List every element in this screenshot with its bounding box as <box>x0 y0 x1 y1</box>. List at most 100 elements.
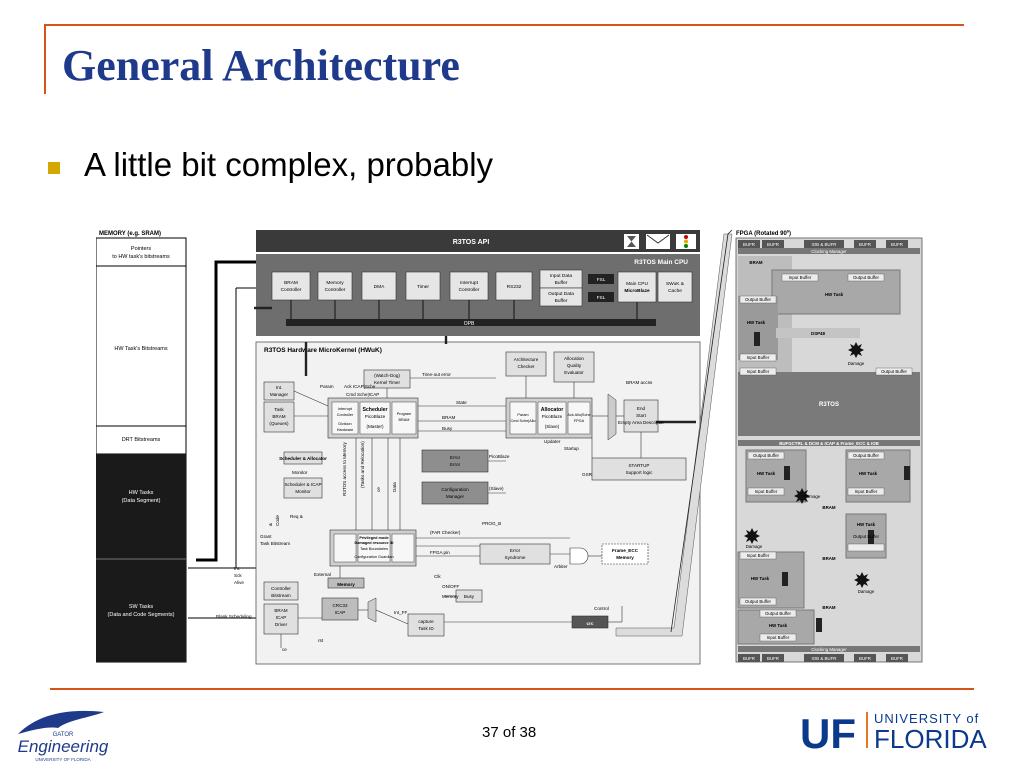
bullet-square-icon <box>48 162 60 174</box>
fpga-buffer-box <box>747 451 785 460</box>
uf-logo-divider <box>866 712 868 748</box>
fpga-label: BRAM <box>822 605 836 610</box>
bottom-accent-line <box>50 688 974 690</box>
fpga-label: Output Buffer <box>853 534 880 539</box>
cpu-block-label: Main CPU <box>626 281 648 287</box>
architecture-checker-block <box>505 351 547 377</box>
traffic-light-icon <box>816 618 822 632</box>
memory-label: SW Tasks <box>129 604 154 610</box>
icap-to-fpga-bus <box>615 229 733 637</box>
cpu-block-label: Memory <box>326 280 344 286</box>
opb-label: OPB <box>464 321 475 327</box>
envelope-icon <box>646 234 670 249</box>
cfg-picoblaze-panel <box>357 533 391 563</box>
hwuk-label: Syndrome <box>505 555 526 560</box>
main-cpu-block <box>617 271 657 303</box>
memory-label: Pointers <box>131 246 151 252</box>
hwuk-label: & <box>268 523 273 526</box>
fpga-buffer-box <box>747 487 785 496</box>
hwuk-label: Int. <box>234 566 240 571</box>
memory-label: (Data Segment) <box>122 498 161 504</box>
hwuk-label: Checker <box>517 364 535 369</box>
cpu-block-label: FSL <box>597 277 606 283</box>
damage-star-icon <box>848 342 864 358</box>
api-bar <box>256 230 700 252</box>
hwuk-label: Sck <box>234 573 242 578</box>
fpga-label: HW Task <box>769 623 788 628</box>
fpga-buffer-box <box>847 543 885 552</box>
sched-picoblaze-panel <box>359 401 391 435</box>
hwuk-label: Configuration <box>441 487 469 492</box>
hwuk-label: Cmd Sche|Allo <box>510 419 535 423</box>
bullet-text: A little bit complex, probably <box>84 146 494 183</box>
fpga-label: HW Task <box>857 522 876 527</box>
hwuk-label: Control <box>594 606 609 611</box>
hwuk-label: R3TOS access to Memory <box>342 442 347 496</box>
fpga-label: BUFR <box>767 242 779 247</box>
page-number: 37 of 38 <box>482 724 537 741</box>
hwuk-label: PROG_B <box>482 521 501 526</box>
fpga-buffer-box <box>739 367 777 376</box>
hatched-bus-edge <box>670 229 733 633</box>
fpga-label: Input Buffer <box>747 553 770 558</box>
hwuk-label: Empty Area Descriptor <box>618 420 664 425</box>
hwuk-label: Error <box>510 548 521 553</box>
hwuk-label: Alive <box>234 580 244 585</box>
cpu-block-label: Controller <box>325 287 346 293</box>
hwuk-label: Memory <box>616 555 634 560</box>
hwuk-label: rst <box>318 638 324 643</box>
bitstream-bram-block <box>321 597 359 621</box>
hwuk-label: Allocation <box>564 356 584 361</box>
cpu-block-label: Output Data <box>548 291 574 297</box>
fpga-buffer-box <box>759 609 797 618</box>
uf-logo: UF UNIVERSITY of FLORIDA <box>800 710 987 756</box>
dma-block <box>361 271 397 301</box>
fpga-label: IOB & BUFR <box>812 242 837 247</box>
hwuk-label: Privileged mode <box>359 536 388 540</box>
startup-block <box>283 451 323 465</box>
hwuk-label: FPGA pin <box>430 550 450 555</box>
cfg-program-bram-panel <box>391 533 415 563</box>
cpu-block-label: Buffer <box>555 298 568 304</box>
fpga-buffer-box <box>739 295 777 304</box>
configuration-guardian-block <box>479 543 551 565</box>
uf-university-text: UNIVERSITY of <box>874 711 979 726</box>
fpga-label: Input Buffer <box>767 635 790 640</box>
slide-title: General Architecture <box>62 41 460 90</box>
fpga-label: Output Buffer <box>753 453 780 458</box>
fpga-label: Output Buffer <box>745 297 772 302</box>
iob-bufr-block <box>804 654 844 662</box>
hwuk-label: capture <box>418 619 434 624</box>
fpga-traffic-lights <box>754 332 910 632</box>
hwuk-label: (Slave) <box>489 486 504 491</box>
fpga-label: BRAM <box>822 505 836 510</box>
traffic-light-icon <box>784 466 790 480</box>
bram-controller-block <box>271 271 311 301</box>
fpga-label: BUFR <box>743 242 755 247</box>
hwuk-label: Param <box>320 384 334 389</box>
gator-sub-text: UNIVERSITY OF FLORIDA <box>35 757 90 762</box>
hwuk-label: (FAR Checker) <box>430 530 461 535</box>
hwuk-label: (Slave) <box>545 424 560 429</box>
hwuk-label: Code <box>275 515 280 526</box>
hwuk-label: Frame_ECC <box>612 548 639 553</box>
fpga-label: Damage <box>848 361 865 366</box>
cpu-block-label: Buffer <box>555 280 568 286</box>
memory-label: HW Tasks <box>129 490 154 496</box>
traffic-light-icon <box>904 466 910 480</box>
hwuk-label: Support logic <box>626 470 654 475</box>
cpu-block-label: Input Data <box>550 273 572 279</box>
hwuk-label: Grant <box>260 534 272 539</box>
fpga-label: Clocking Manager <box>811 647 847 652</box>
hwuk-label: Ack ICAP|Sche <box>344 384 376 389</box>
icap-driver-block <box>407 613 445 637</box>
hwuk-label: Architecture <box>514 357 539 362</box>
cpu-title: R3TOS Main CPU <box>634 259 688 266</box>
uf-florida-text: FLORIDA <box>874 724 987 754</box>
hwuk-title: R3TOS Hardware MicroKernel (HWuK) <box>264 347 382 354</box>
fpga-label: BUFR <box>859 242 871 247</box>
bufr-block <box>738 240 760 248</box>
hwuk-label: PicoBlaze <box>489 454 510 459</box>
fpga-label: Input Buffer <box>747 355 770 360</box>
swuk-cache-block <box>657 271 693 303</box>
